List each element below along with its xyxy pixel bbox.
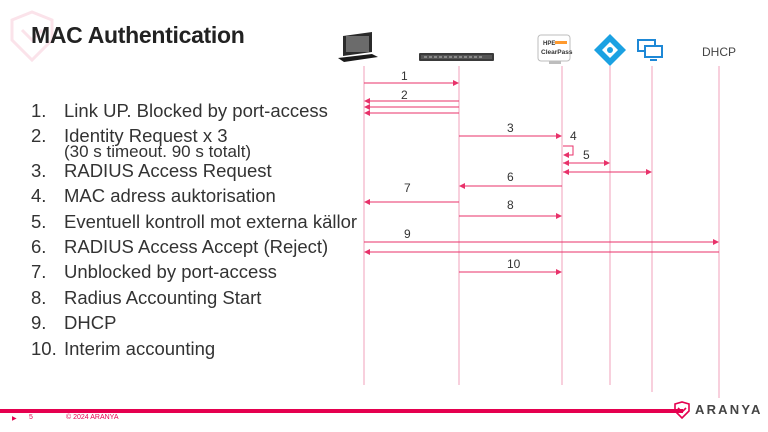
aranya-logo-icon bbox=[674, 401, 690, 419]
arrow-label-1: 1 bbox=[401, 69, 408, 83]
step-item: 4.MAC adress auktorisation bbox=[31, 185, 276, 207]
monitor-stack-icon bbox=[637, 39, 663, 61]
clearpass-label-top: HPE bbox=[543, 41, 555, 47]
step-item: 3.RADIUS Access Request bbox=[31, 159, 272, 181]
azure-ad-icon bbox=[594, 34, 626, 66]
brand-name: ARANYA bbox=[695, 402, 763, 417]
arrow-label-10: 10 bbox=[507, 257, 521, 271]
arrow-label-2: 2 bbox=[401, 88, 408, 102]
step-subtext: (30 s timeout. 90 s totalt) bbox=[64, 141, 252, 161]
clearpass-label-bottom: ClearPass bbox=[541, 49, 573, 56]
aranya-watermark-icon bbox=[10, 10, 54, 63]
step-item: 7.Unblocked by port-access bbox=[31, 261, 277, 283]
arrow-label-4: 4 bbox=[570, 129, 577, 143]
arrow-4 bbox=[563, 145, 574, 158]
hpe-clearpass-icon: HPE ClearPass bbox=[537, 34, 573, 64]
page-number: 5 bbox=[29, 414, 33, 421]
arrow-label-6: 6 bbox=[507, 170, 514, 184]
page-title: MAC Authentication bbox=[31, 22, 245, 48]
arrow-label-9: 9 bbox=[404, 227, 411, 241]
switch-icon bbox=[419, 53, 494, 61]
play-icon: ▶ bbox=[12, 416, 17, 422]
arrow-label-5: 5 bbox=[583, 148, 590, 162]
copyright: © 2024 ARANYA bbox=[66, 414, 119, 421]
step-item: 8.Radius Accounting Start bbox=[31, 286, 262, 308]
arrow-label-7: 7 bbox=[404, 181, 411, 195]
step-item: 2.Identity Request x 3(30 s timeout. 90 … bbox=[31, 123, 357, 161]
footer-bar bbox=[0, 409, 683, 413]
arrow-label-8: 8 bbox=[507, 198, 514, 212]
step-item: 1.Link UP. Blocked by port-access bbox=[31, 100, 328, 121]
steps-list: 1.Link UP. Blocked by port-access 2.Iden… bbox=[31, 98, 357, 361]
laptop-icon bbox=[338, 32, 378, 62]
step-item: 10.Interim accounting bbox=[31, 337, 216, 359]
arrow-label-3: 3 bbox=[507, 121, 514, 135]
step-item: 6.RADIUS Access Accept (Reject) bbox=[31, 236, 329, 258]
step-item: 9.DHCP bbox=[31, 312, 117, 334]
dhcp-label: DHCP bbox=[702, 45, 737, 59]
step-item: 5.Eventuell kontroll mot externa källor bbox=[31, 210, 358, 232]
